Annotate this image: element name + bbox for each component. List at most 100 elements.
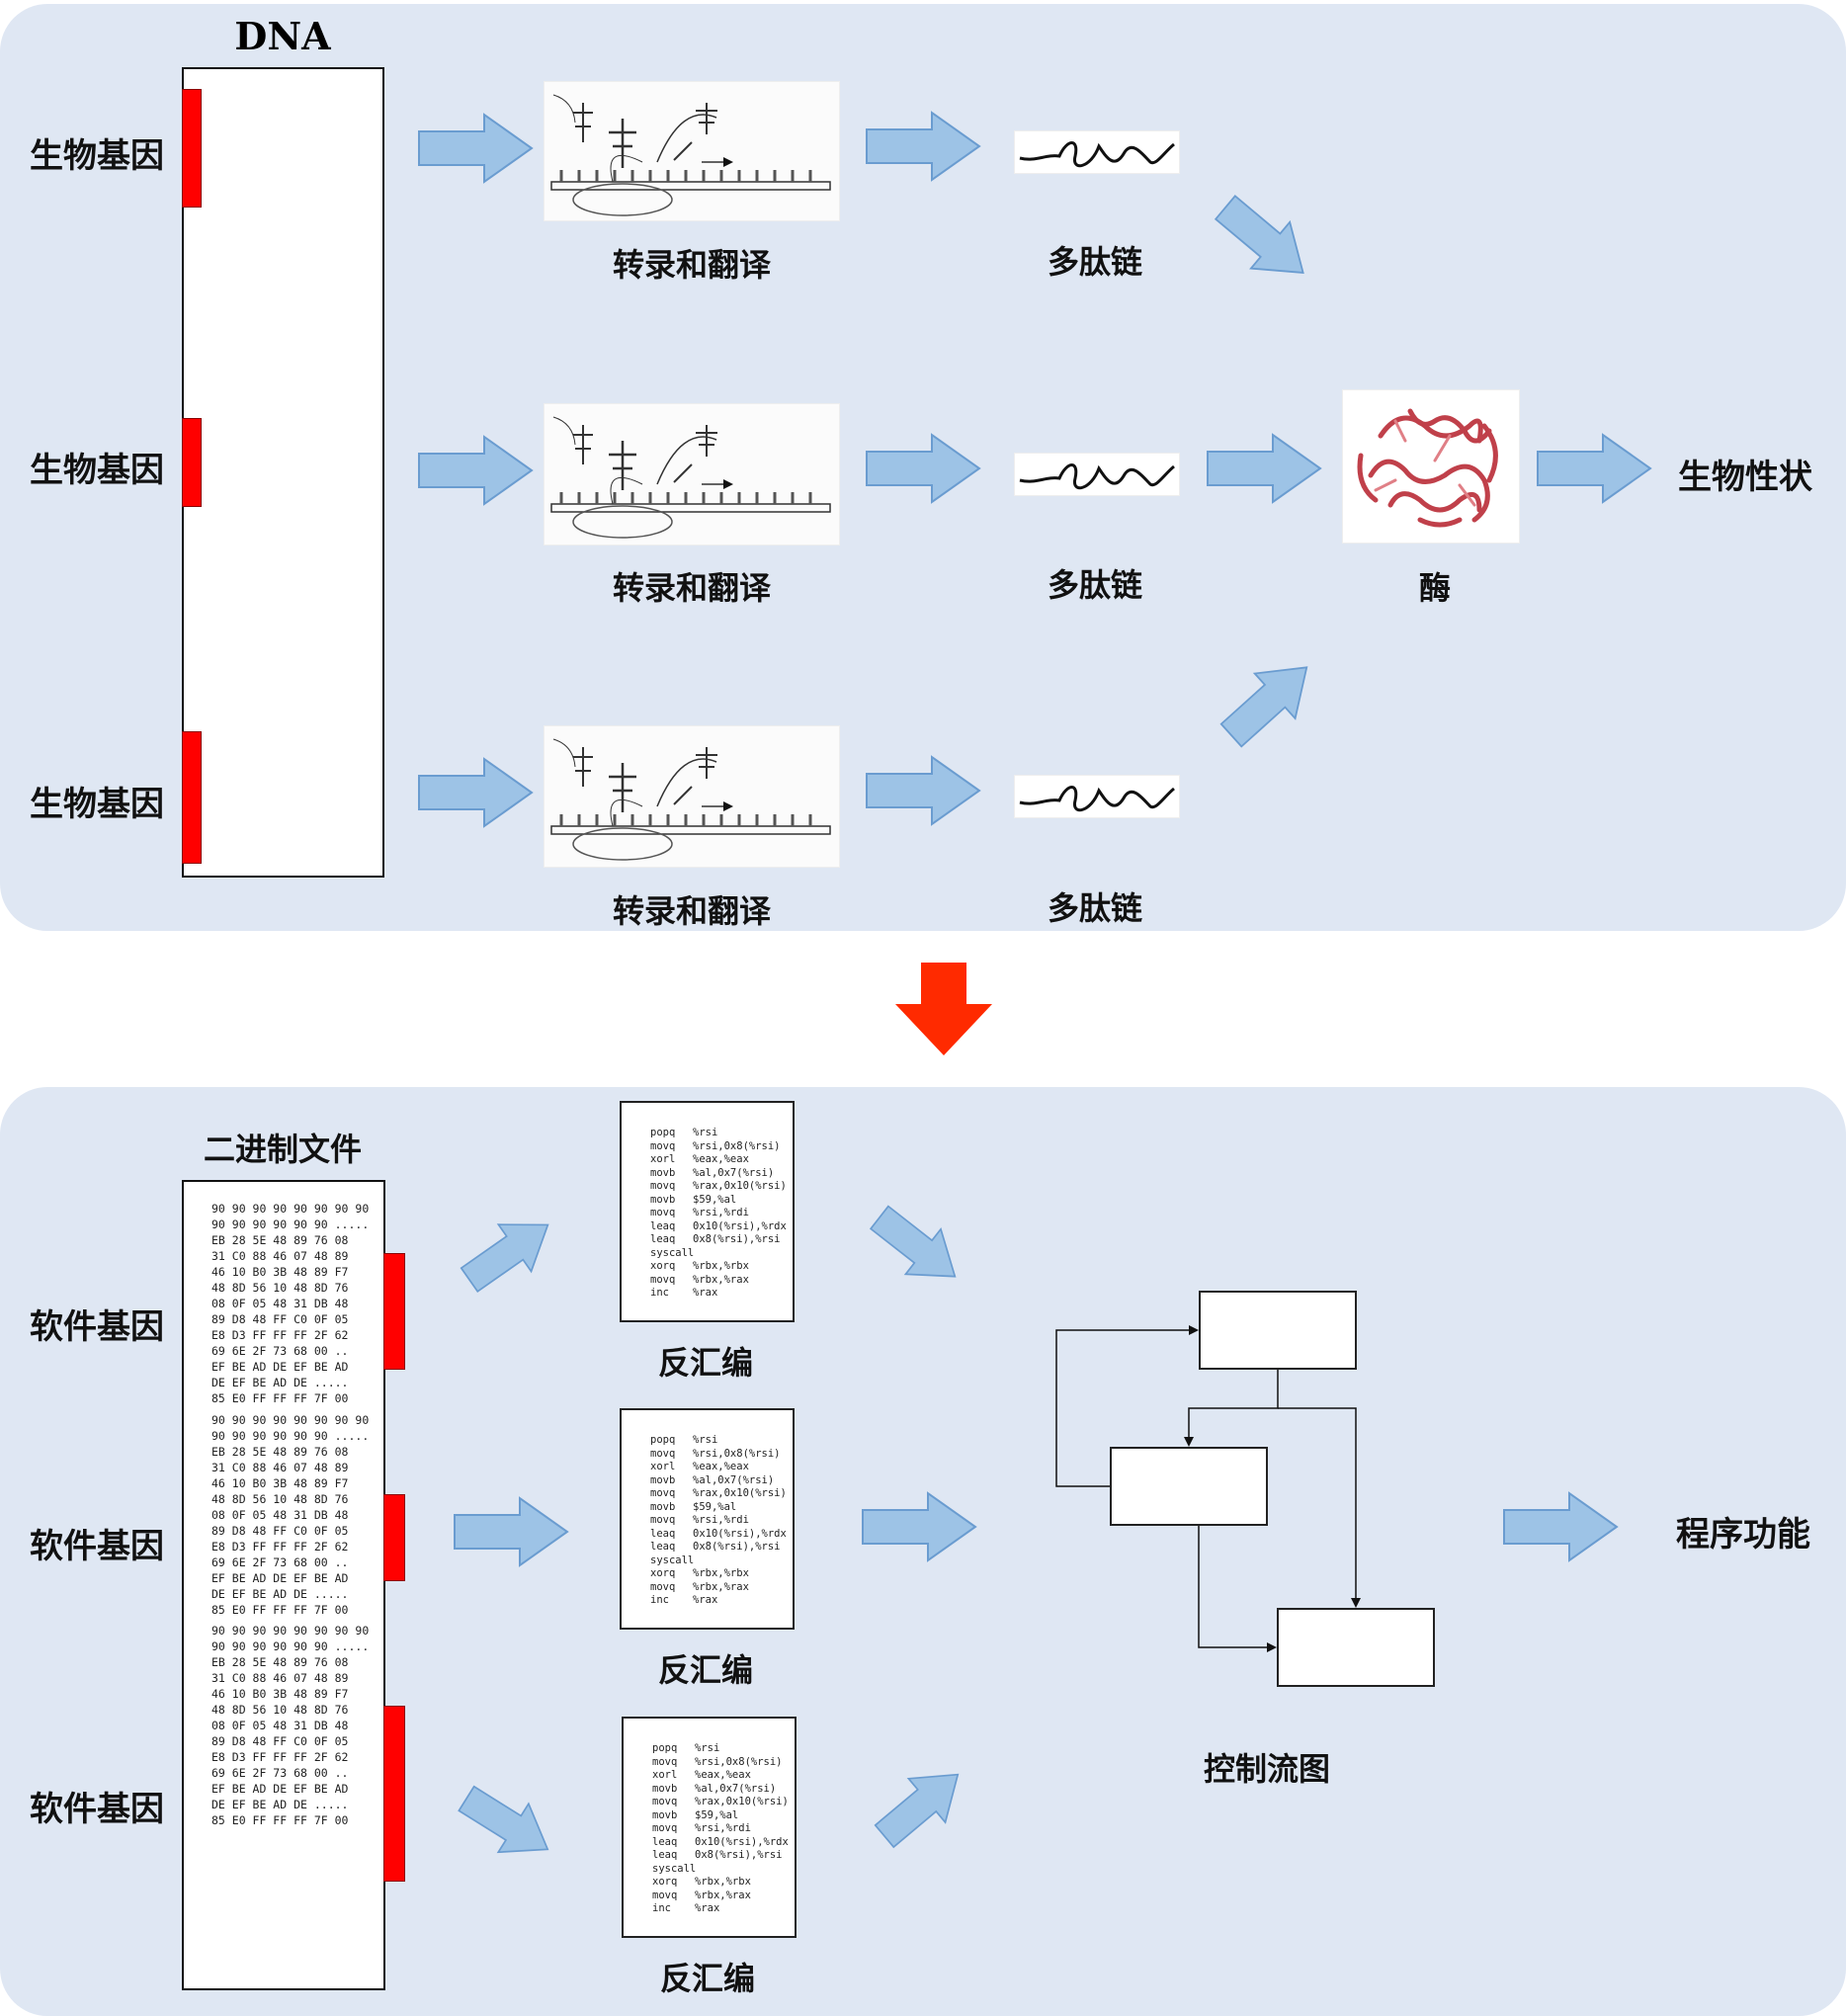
asm-opcode: movq	[650, 1139, 676, 1152]
binary-file-title: 二进制文件	[203, 1131, 363, 1168]
hex-line: 69 6E 2F 73 68 00 ..	[211, 1344, 349, 1358]
asm-line: movq%rsi,0x8(%rsi)	[652, 1756, 789, 1770]
hex-line: EB 28 5E 48 89 76 08	[211, 1655, 349, 1669]
asm-line: xorq%rbx,%rbx	[650, 1567, 787, 1581]
asm-operands: %rax,0x10(%rsi)	[693, 1487, 787, 1499]
hex-line: DE EF BE AD DE .....	[211, 1376, 349, 1389]
asm-opcode: leaq	[652, 1849, 678, 1861]
asm-line: movq%rax,0x10(%rsi)	[650, 1180, 787, 1194]
asm-line: syscall	[650, 1554, 787, 1568]
asm-operands: %rax,0x10(%rsi)	[695, 1796, 789, 1807]
asm-line: movb$59,%al	[652, 1809, 789, 1823]
asm-line: movq%rbx,%rax	[650, 1581, 787, 1595]
hex-line: EF BE AD DE EF BE AD	[211, 1360, 349, 1374]
hex-line: 48 8D 56 10 48 8D 76	[211, 1703, 349, 1717]
asm-opcode: leaq	[650, 1219, 676, 1232]
cfg-label: 控制流图	[1203, 1750, 1331, 1788]
asm-line: movb%al,0x7(%rsi)	[650, 1474, 787, 1488]
asm-operands: %rsi	[693, 1434, 718, 1446]
asm-opcode: movq	[652, 1796, 678, 1807]
asm-opcode: leaq	[650, 1541, 676, 1553]
transition-arrow-down	[895, 963, 992, 1055]
hex-line: 90 90 90 90 90 90 90 90	[211, 1202, 370, 1216]
asm-opcode: xorq	[650, 1260, 676, 1272]
asm-line: movb%al,0x7(%rsi)	[652, 1783, 789, 1797]
asm-opcode: xorq	[652, 1876, 678, 1888]
disasm-label-2: 反汇编	[657, 1651, 754, 1689]
asm-operands: %rax	[693, 1594, 718, 1606]
asm-operands: 0x8(%rsi),%rsi	[693, 1233, 781, 1245]
dna-title: DNA	[234, 14, 331, 58]
polypeptide-label-1: 多肽链	[1047, 243, 1143, 281]
asm-operands: %rbx,%rbx	[693, 1260, 749, 1272]
asm-line: xorl%eax,%eax	[650, 1461, 787, 1474]
hex-line: 89 D8 48 FF C0 0F 05	[211, 1734, 349, 1748]
asm-line: syscall	[652, 1863, 789, 1877]
program-function-label: 程序功能	[1676, 1515, 1810, 1554]
polypeptide-label-2: 多肽链	[1047, 566, 1143, 604]
asm-opcode: movb	[650, 1166, 676, 1179]
hex-line: DE EF BE AD DE .....	[211, 1798, 349, 1811]
asm-operands: 0x10(%rsi),%rdx	[693, 1527, 787, 1540]
asm-line: xorl%eax,%eax	[652, 1769, 789, 1783]
trait-label: 生物性状	[1678, 458, 1812, 497]
asm-opcode: xorl	[652, 1769, 678, 1781]
asm-line: movq%rsi,%rdi	[650, 1207, 787, 1220]
asm-operands: %eax,%eax	[693, 1461, 749, 1472]
hex-line: EF BE AD DE EF BE AD	[211, 1571, 349, 1585]
gene-segment-1	[182, 89, 202, 208]
software-gene-segment-1	[383, 1253, 405, 1370]
hex-line: 46 10 B0 3B 48 89 F7	[211, 1687, 349, 1701]
hex-line: 31 C0 88 46 07 48 89	[211, 1671, 349, 1685]
asm-opcode: inc	[650, 1287, 669, 1299]
asm-operands: %eax,%eax	[693, 1153, 749, 1165]
asm-opcode: movq	[650, 1514, 676, 1526]
asm-operands: %rsi,%rdi	[695, 1822, 751, 1834]
cfg-node-2	[1110, 1447, 1268, 1526]
asm-opcode: movq	[650, 1180, 676, 1192]
asm-line: movq%rbx,%rax	[652, 1890, 789, 1903]
hex-line: 90 90 90 90 90 90 90 90	[211, 1624, 370, 1638]
gene-segment-3	[182, 731, 202, 864]
hex-line: 90 90 90 90 90 90 90 90	[211, 1413, 370, 1427]
cfg-node-3	[1277, 1608, 1435, 1687]
asm-operands: %rsi,%rdi	[693, 1514, 749, 1526]
asm-operands: 0x8(%rsi),%rsi	[693, 1541, 781, 1553]
asm-opcode: movq	[650, 1580, 676, 1593]
asm-line: movq %rax,0x10(%rsi)	[650, 1487, 787, 1501]
asm-line: popq%rsi	[652, 1742, 789, 1756]
asm-line: movq%rsi,0x8(%rsi)	[650, 1140, 787, 1154]
asm-line: leaq 0x10(%rsi),%rdx	[650, 1528, 787, 1542]
hex-line: 89 D8 48 FF C0 0F 05	[211, 1312, 349, 1326]
disasm-listing-3	[622, 1717, 797, 1938]
asm-line: leaq 0x8(%rsi),%rsi	[650, 1541, 787, 1554]
asm-line: movb$59,%al	[650, 1194, 787, 1208]
asm-line: movb$59,%al	[650, 1501, 787, 1515]
asm-operands: 0x10(%rsi),%rdx	[693, 1219, 787, 1232]
hex-line: 08 0F 05 48 31 DB 48	[211, 1719, 349, 1732]
asm-operands: $59,%al	[695, 1808, 739, 1821]
hex-line: 85 E0 FF FF FF 7F 00	[211, 1813, 349, 1827]
hex-line: 85 E0 FF FF FF 7F 00	[211, 1391, 349, 1405]
asm-operands: %rsi,0x8(%rsi)	[695, 1755, 783, 1768]
bio-gene-label-1: 生物基因	[30, 136, 164, 176]
asm-line: movb%al,0x7(%rsi)	[650, 1167, 787, 1181]
asm-operands: 0x10(%rsi),%rdx	[695, 1835, 789, 1848]
hex-line: DE EF BE AD DE .....	[211, 1587, 349, 1601]
process-label-3: 转录和翻译	[612, 892, 772, 930]
asm-opcode: inc	[650, 1594, 669, 1606]
asm-opcode: syscall	[652, 1862, 697, 1875]
bio-gene-label-3: 生物基因	[30, 785, 164, 824]
disasm-listing-1	[620, 1101, 795, 1322]
asm-opcode: movq	[650, 1487, 676, 1499]
hex-line: 69 6E 2F 73 68 00 ..	[211, 1555, 349, 1569]
asm-opcode: popq	[652, 1742, 678, 1754]
asm-opcode: syscall	[650, 1554, 695, 1566]
polypeptide-label-3: 多肽链	[1047, 889, 1143, 927]
asm-opcode: leaq	[650, 1527, 676, 1540]
hex-line: 89 D8 48 FF C0 0F 05	[211, 1524, 349, 1538]
asm-operands: %al,0x7(%rsi)	[695, 1782, 777, 1795]
